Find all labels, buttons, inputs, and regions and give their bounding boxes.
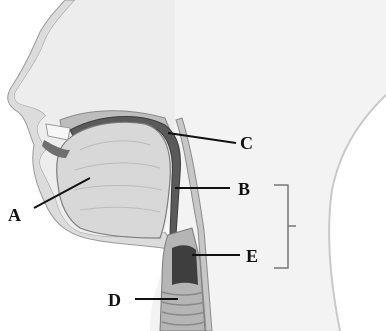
larynx-opening <box>172 245 198 285</box>
tongue <box>57 122 171 238</box>
label-c: C <box>240 133 253 153</box>
label-a: A <box>8 205 21 225</box>
label-e: E <box>246 246 258 266</box>
label-d: D <box>108 290 121 310</box>
label-b: B <box>238 179 250 199</box>
